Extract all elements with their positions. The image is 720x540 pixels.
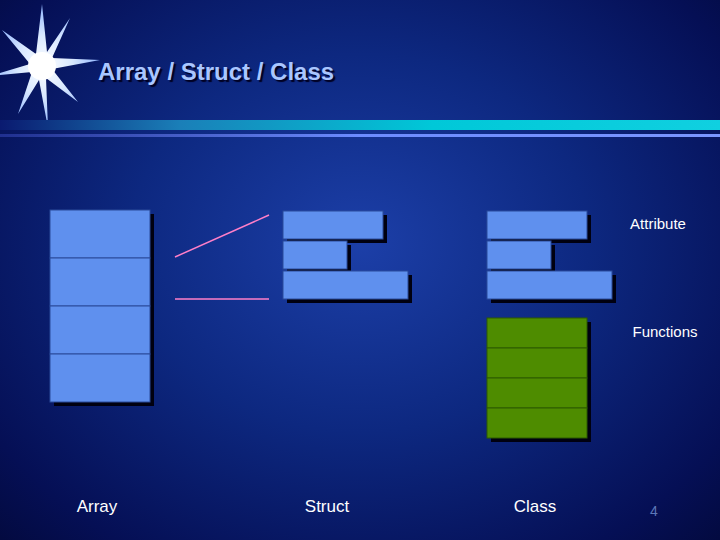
pink-lines	[175, 215, 269, 299]
struct-fields	[283, 211, 412, 303]
slide-title: Array / Struct / Class	[98, 58, 334, 86]
array-caption: Array	[77, 497, 118, 517]
attribute-label: Attribute	[630, 215, 686, 232]
page-number: 4	[650, 503, 658, 519]
title-rule	[0, 134, 720, 137]
title-bar	[0, 120, 720, 130]
class-caption: Class	[514, 497, 557, 517]
star-ornament	[0, 4, 100, 128]
struct-caption: Struct	[305, 497, 349, 517]
class-attributes	[487, 211, 616, 303]
class-functions	[487, 318, 591, 442]
functions-label: Functions	[632, 323, 697, 340]
array-cells	[50, 210, 154, 406]
